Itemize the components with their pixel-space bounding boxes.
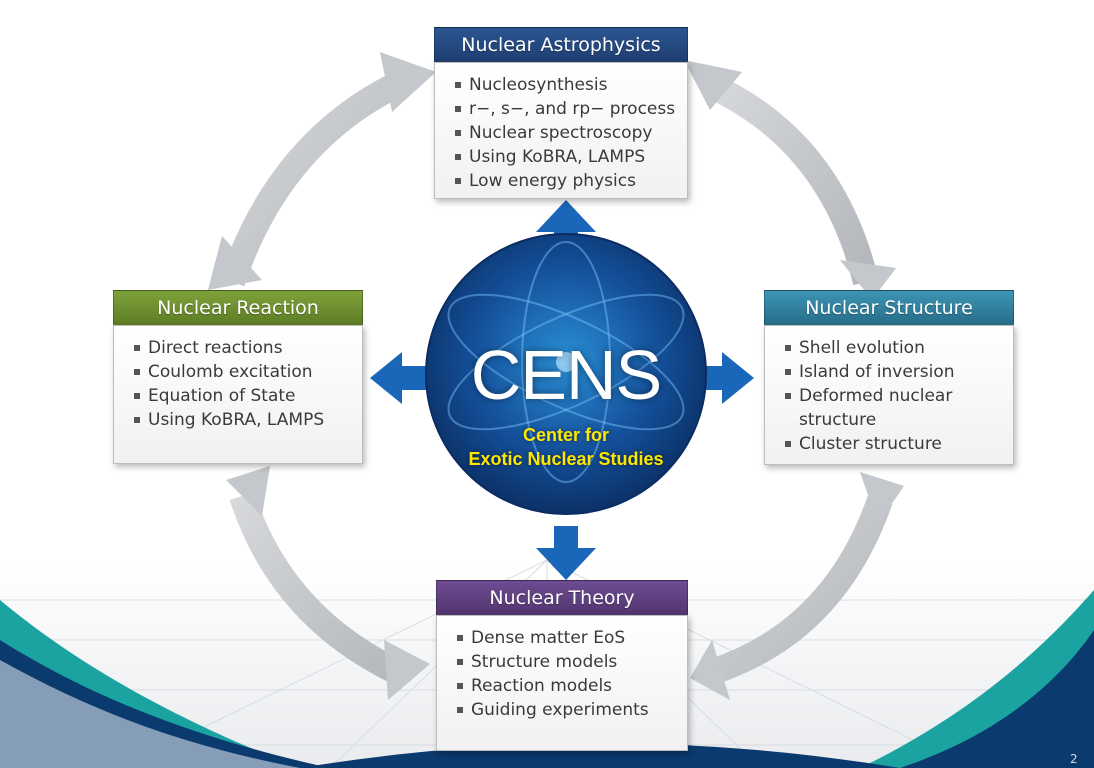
atom-orbits <box>447 241 685 483</box>
topic-list: Nucleosynthesis r−, s−, and rp− process … <box>453 73 681 193</box>
arrow-head <box>860 472 904 524</box>
arrow-head <box>208 236 262 290</box>
wave-highlight-left <box>0 660 300 768</box>
box-body: Nucleosynthesis r−, s−, and rp− process … <box>434 62 688 199</box>
list-item: Reaction models <box>455 674 681 698</box>
list-item: Dense matter EoS <box>455 626 681 650</box>
box-nuclear-astrophysics: Nuclear Astrophysics Nucleosynthesis r−,… <box>434 27 688 199</box>
cens-title: CENS <box>470 336 662 414</box>
box-nuclear-theory: Nuclear Theory Dense matter EoS Structur… <box>436 580 688 751</box>
cens-logo-circle <box>425 233 707 515</box>
topic-list: Shell evolution Island of inversion Defo… <box>783 336 1009 456</box>
atom-nucleus <box>556 352 576 372</box>
list-item: Equation of State <box>132 384 356 408</box>
arrow-head <box>226 466 270 516</box>
arrow-head <box>384 640 430 700</box>
arrow-head <box>684 60 742 110</box>
list-item: Cluster structure <box>783 432 1009 456</box>
page-number: 2 <box>1070 752 1078 766</box>
box-nuclear-structure: Nuclear Structure Shell evolution Island… <box>764 290 1014 465</box>
list-item: Nuclear spectroscopy <box>453 121 681 145</box>
topic-list: Dense matter EoS Structure models Reacti… <box>455 626 681 722</box>
arrow-head <box>380 52 436 112</box>
wave-navy-right <box>900 630 1094 768</box>
list-item: Using KoBRA, LAMPS <box>132 408 356 432</box>
box-title: Nuclear Theory <box>436 580 688 615</box>
cens-subtitle-line1: Center for <box>522 425 609 445</box>
cens-subtitle-line2: Exotic Nuclear Studies <box>468 449 664 469</box>
list-item: Direct reactions <box>132 336 356 360</box>
box-title: Nuclear Reaction <box>113 290 363 325</box>
list-item: Structure models <box>455 650 681 674</box>
box-title: Nuclear Astrophysics <box>434 27 688 62</box>
blue-arrows <box>370 200 754 580</box>
box-body: Shell evolution Island of inversion Defo… <box>764 325 1014 465</box>
list-item: Island of inversion <box>783 360 1009 384</box>
list-item: r−, s−, and rp− process <box>453 97 681 121</box>
arrow-right <box>702 352 754 404</box>
box-body: Direct reactions Coulomb excitation Equa… <box>113 325 363 464</box>
box-body: Dense matter EoS Structure models Reacti… <box>436 615 688 751</box>
box-nuclear-reaction: Nuclear Reaction Direct reactions Coulom… <box>113 290 363 464</box>
arrow-left <box>370 352 430 404</box>
list-item: Deformed nuclear structure <box>783 384 1009 432</box>
box-title: Nuclear Structure <box>764 290 1014 325</box>
list-item: Using KoBRA, LAMPS <box>453 145 681 169</box>
list-item: Shell evolution <box>783 336 1009 360</box>
topic-list: Direct reactions Coulomb excitation Equa… <box>132 336 356 432</box>
list-item: Guiding experiments <box>455 698 681 722</box>
list-item: Coulomb excitation <box>132 360 356 384</box>
list-item: Low energy physics <box>453 169 681 193</box>
list-item: Nucleosynthesis <box>453 73 681 97</box>
arrow-down <box>536 526 596 580</box>
cycle-arrows <box>208 52 904 700</box>
arrow-up <box>536 200 596 258</box>
arrow-head <box>840 260 896 300</box>
arrow-head <box>690 640 730 700</box>
